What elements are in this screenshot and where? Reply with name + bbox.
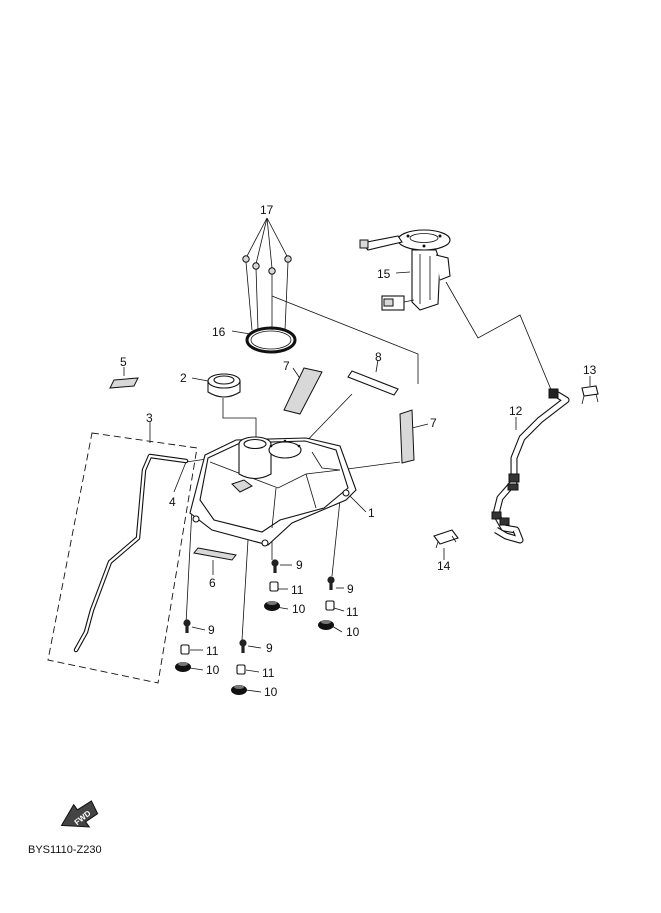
callout-8: 8 [375,350,382,364]
callout-11-a: 11 [291,583,304,597]
breather-hose-group-box [47,432,198,684]
gasket [245,326,297,354]
callout-11-c: 11 [206,644,219,658]
callout-11-b: 11 [346,605,359,619]
callout-17: 17 [260,203,274,217]
callout-10-d: 10 [264,685,278,699]
callout-6: 6 [209,576,216,590]
callout-3: 3 [146,411,153,425]
callout-9-b: 9 [347,582,354,596]
callout-15: 15 [377,267,391,281]
callout-9-a: 9 [296,558,303,572]
damper-7-right [399,409,415,464]
mount-set-d [231,639,247,695]
callout-9-d: 9 [266,641,273,655]
callout-7-right: 7 [430,416,437,430]
mount-set-b [318,576,335,630]
callout-labels: 1 2 3 4 5 6 7 7 8 9 9 9 9 10 10 10 10 11… [120,203,597,699]
damper-7-top [283,367,323,415]
hose-clamp [433,529,459,549]
fuel-cap [207,373,241,398]
part-5-label [109,377,139,389]
callout-14: 14 [437,559,451,573]
mount-set-a [264,559,280,611]
leader-lines [123,217,591,693]
diagram-code: BYS1110-Z230 [28,844,102,856]
callout-7-top: 7 [283,359,290,373]
callout-10-b: 10 [346,625,360,639]
callout-16: 16 [212,325,226,339]
callout-12: 12 [509,404,523,418]
fuel-pump [359,229,451,311]
pump-screws [242,255,292,275]
fuel-tank [189,436,357,547]
hose-clip [581,385,599,405]
part-6-pad [193,547,237,561]
callout-4: 4 [169,495,176,509]
fuel-hose [491,388,570,544]
callout-10-a: 10 [292,602,306,616]
breather-hose [73,453,189,653]
callout-11-d: 11 [262,666,275,680]
callout-10-c: 10 [206,663,220,677]
forward-direction-icon: FWD [60,800,99,828]
mount-set-c [175,619,191,672]
callout-1: 1 [368,506,375,520]
callout-5: 5 [120,355,127,369]
callout-13: 13 [583,363,597,377]
damper-8 [347,370,399,396]
callout-2: 2 [180,371,187,385]
callout-9-c: 9 [208,623,215,637]
